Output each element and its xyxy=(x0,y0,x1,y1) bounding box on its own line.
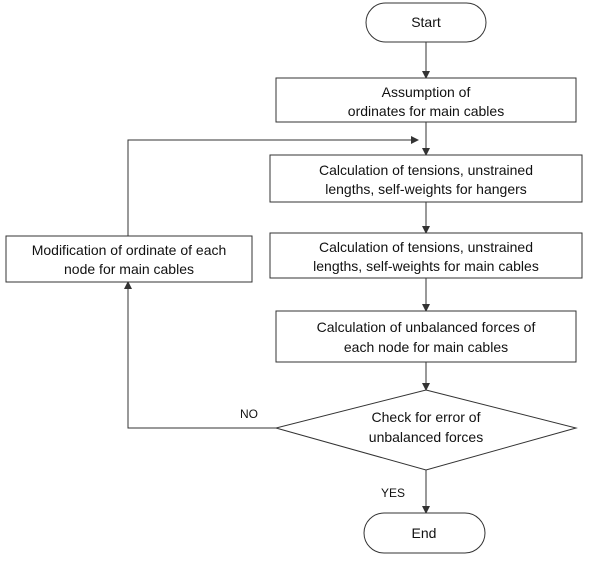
edge-label-no: NO xyxy=(240,407,258,421)
modification-node-shape xyxy=(5,235,253,283)
calc-hangers-node-line2: lengths, self-weights for hangers xyxy=(325,181,527,197)
end-node-shape xyxy=(363,512,486,554)
check-error-node-shape xyxy=(274,389,578,471)
start-node-shape xyxy=(365,2,487,43)
calc-unbalanced-node-shape xyxy=(275,310,577,363)
end-node: End xyxy=(363,512,486,554)
calc-main-cables-node-shape xyxy=(269,232,583,279)
calc-main-cables-node-line2: lengths, self-weights for main cables xyxy=(313,258,539,274)
calc-unbalanced-node-line2: each node for main cables xyxy=(344,339,508,355)
modification-node-line2: node for main cables xyxy=(64,261,194,277)
edge-check-to-modification xyxy=(124,281,276,429)
calc-unbalanced-node: Calculation of unbalanced forces of each… xyxy=(275,310,577,363)
assumption-node-line1: Assumption of xyxy=(382,84,471,100)
modification-node: Modification of ordinate of each node fo… xyxy=(5,235,253,283)
check-error-node: Check for error of unbalanced forces xyxy=(274,389,578,471)
calc-main-cables-node-line1: Calculation of tensions, unstrained xyxy=(319,239,533,255)
assumption-node: Assumption of ordinates for main cables xyxy=(275,77,577,123)
calc-hangers-node-shape xyxy=(269,154,583,203)
modification-node-line1: Modification of ordinate of each xyxy=(32,242,227,258)
edge-modification-to-hangers xyxy=(127,136,419,236)
start-node: Start xyxy=(365,2,487,43)
calc-hangers-node-line1: Calculation of tensions, unstrained xyxy=(319,162,533,178)
calc-unbalanced-node-line1: Calculation of unbalanced forces of xyxy=(317,319,536,335)
calc-hangers-node: Calculation of tensions, unstrained leng… xyxy=(269,154,583,203)
edges xyxy=(124,42,430,514)
check-error-node-line2: unbalanced forces xyxy=(369,429,483,445)
edge-label-yes: YES xyxy=(381,486,405,500)
calc-main-cables-node: Calculation of tensions, unstrained leng… xyxy=(269,232,583,279)
check-error-node-line1: Check for error of xyxy=(372,409,481,425)
assumption-node-line2: ordinates for main cables xyxy=(348,103,504,119)
start-node-label: Start xyxy=(411,14,441,30)
assumption-node-shape xyxy=(275,77,577,123)
end-node-label: End xyxy=(412,525,437,541)
